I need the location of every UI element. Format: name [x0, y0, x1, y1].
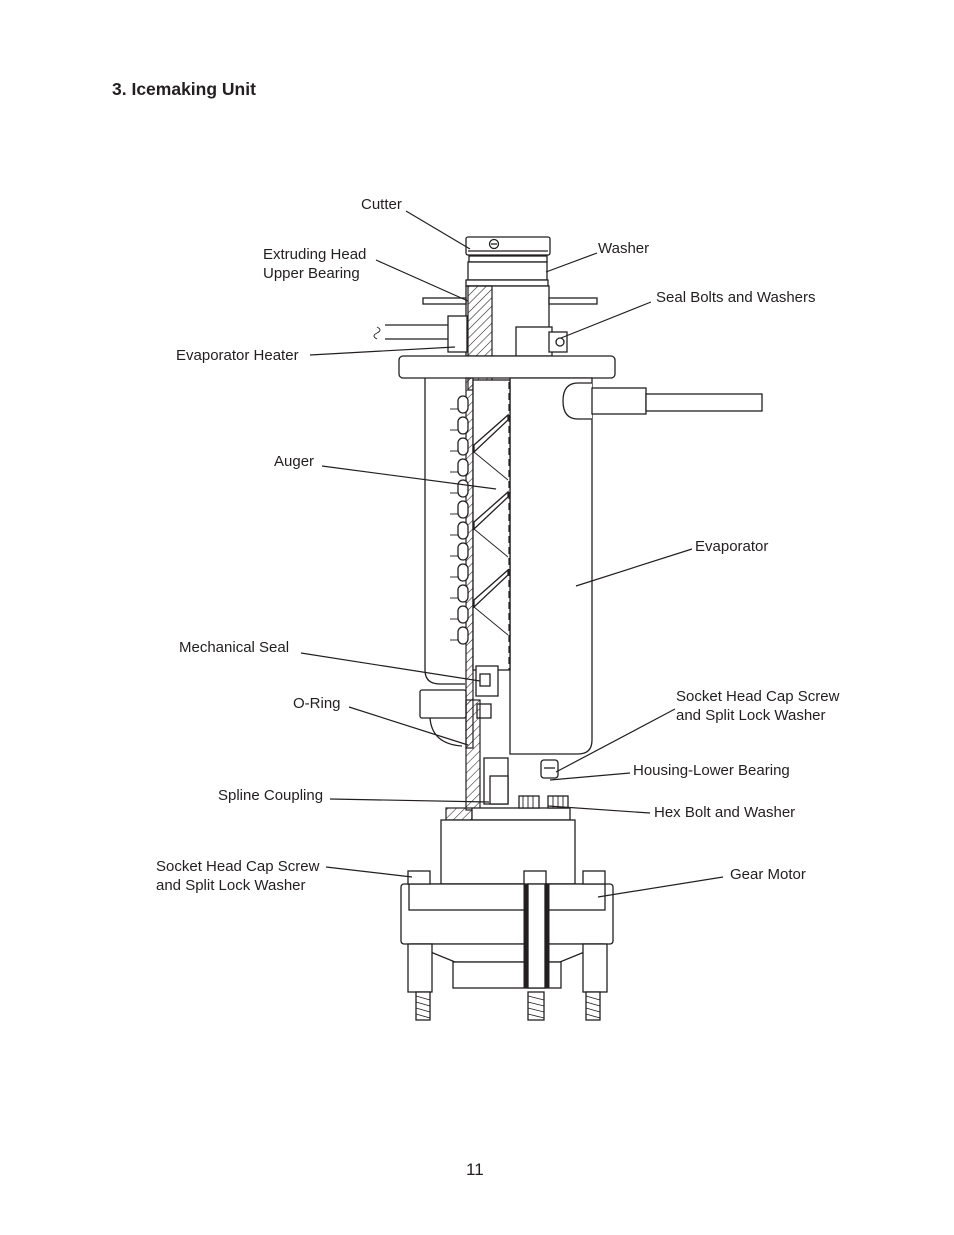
label-evaporator-heater: Evaporator Heater — [176, 347, 299, 364]
leader-extruding-head — [375, 259, 469, 302]
label-seal-bolts: Seal Bolts and Washers — [656, 289, 816, 306]
label-housing-lower-bearing: Housing-Lower Bearing — [633, 762, 790, 779]
page-number: 11 — [466, 1160, 484, 1179]
label-mechanical-seal: Mechanical Seal — [179, 639, 290, 656]
leader-spline-coupling — [329, 798, 490, 803]
leader-washer — [545, 252, 598, 273]
section-title: 3. Icemaking Unit — [112, 79, 256, 99]
lower-seal-assembly — [419, 665, 559, 811]
label-cutter: Cutter — [361, 196, 402, 213]
leader-socket-screw-upper — [555, 708, 676, 773]
leader-hex-bolt — [547, 805, 651, 814]
leader-housing-lower-bearing — [549, 772, 631, 781]
leader-lines — [300, 210, 724, 898]
leader-seal-bolts — [560, 301, 652, 339]
label-gear-motor: Gear Motor — [730, 866, 806, 883]
auger-part — [472, 379, 511, 671]
leader-evaporator-heater — [309, 346, 456, 356]
leader-gear-motor — [597, 876, 724, 898]
evaporator-part — [424, 377, 763, 755]
label-washer: Washer — [598, 240, 650, 257]
leader-socket-screw-lower — [325, 866, 413, 878]
label-spline-coupling: Spline Coupling — [218, 787, 324, 804]
gear-motor-part — [400, 819, 614, 1021]
label-auger: Auger — [274, 453, 315, 470]
leader-evaporator — [575, 548, 693, 587]
evaporator-flange — [398, 355, 616, 379]
cutter-part — [465, 236, 551, 263]
label-o-ring: O-Ring — [293, 695, 341, 712]
leader-o-ring — [348, 706, 469, 746]
washer-part — [465, 261, 549, 287]
leader-mechanical-seal — [300, 652, 481, 682]
leader-auger — [321, 465, 497, 490]
leader-cutter — [405, 210, 471, 250]
label-hex-bolt: Hex Bolt and Washer — [654, 804, 796, 821]
label-evaporator: Evaporator — [695, 538, 769, 555]
